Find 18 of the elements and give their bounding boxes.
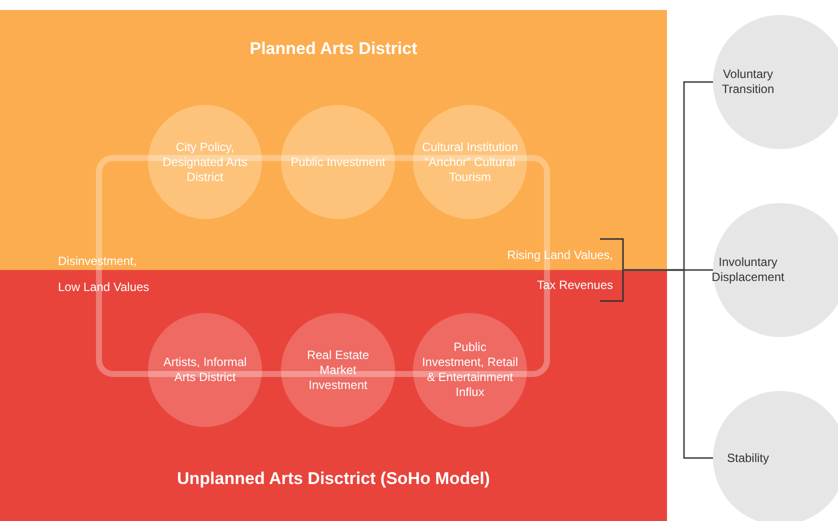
outcome-text: Involuntary Displacement (712, 255, 784, 285)
factor-text: Public Investment (290, 154, 386, 170)
factor-text: Public Investment, Retail & Entertainment Influx (421, 340, 519, 400)
outcome-text: Voluntary Transition (720, 67, 776, 97)
outcome-text: Stability (726, 450, 770, 466)
district-panel (0, 10, 667, 270)
factor-text: Artists, Informal Arts District (162, 355, 248, 385)
factor-text: Cultural Institution “Anchor” Cultural Tourism (421, 140, 519, 184)
factor-text: City Policy, Designated Arts District (162, 140, 248, 184)
connector-line (623, 269, 713, 459)
factor-text: Real Estate Market Investment (306, 348, 370, 392)
effect-text: Tax Revenues (536, 277, 613, 294)
effect-text: Low Land Values (58, 279, 150, 296)
effect-text: Disinvestment, (58, 253, 137, 270)
district-panel (0, 270, 667, 521)
panel-title: Planned Arts District (248, 38, 418, 60)
panel-title: Unplanned Arts Disctrict (SoHo Model) (176, 468, 491, 490)
effect-text: Rising Land Values, (507, 247, 613, 264)
